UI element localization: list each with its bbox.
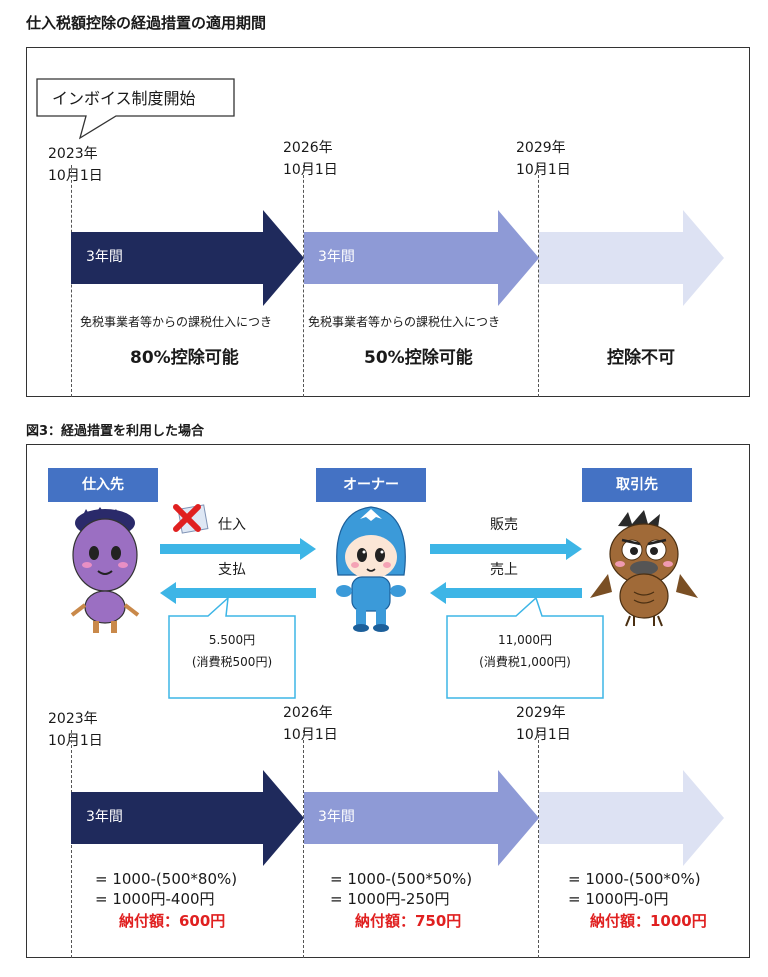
result-period-1: 80%控除可能 <box>130 348 239 368</box>
invoice-start-text: インボイス制度開始 <box>52 89 196 108</box>
period-arrow-2 <box>304 210 539 306</box>
timeline-divider-2026 <box>303 165 304 397</box>
party-supplier: 仕入先 <box>48 468 158 502</box>
formula-1-line1: = 1000-(500*80%) <box>95 870 238 888</box>
date-2026: 2026年 10月1日 <box>283 140 338 178</box>
party-owner: オーナー <box>316 468 426 502</box>
fig3-date-2029: 2029年 10月1日 <box>516 705 571 743</box>
revenue-label: 売上 <box>490 562 518 578</box>
invoice-start-bubble <box>36 78 235 140</box>
formula-2-line2: = 1000円-250円 <box>330 890 450 908</box>
owner-character-icon <box>336 506 406 632</box>
period-label-2: 3年間 <box>318 249 355 265</box>
fig3-date-2026: 2026年 10月1日 <box>283 705 338 743</box>
period-arrow-1 <box>71 210 304 306</box>
revenue-amount: 11,000円 (消費税1,000円) <box>479 633 571 669</box>
figure3-caption: 図3：経過措置を利用した場合 <box>26 424 205 439</box>
supplier-character-icon <box>70 507 140 633</box>
payment-amount-2: 納付額：750円 <box>355 912 462 930</box>
page-title: 仕入税額控除の経過措置の適用期間 <box>26 14 267 32</box>
fig3-period-arrow-3 <box>539 770 724 866</box>
payment-arrow <box>160 582 316 604</box>
fig3-period-label-2: 3年間 <box>318 809 355 825</box>
sale-arrow <box>430 538 582 560</box>
purchase-label: 仕入 <box>218 517 246 533</box>
formula-3-line2: = 1000円-0円 <box>568 890 669 908</box>
formula-1-line2: = 1000円-400円 <box>95 890 215 908</box>
formula-2-line1: = 1000-(500*50%) <box>330 870 473 888</box>
purchase-arrow <box>160 538 316 560</box>
payment-amount-1: 納付額：600円 <box>119 912 226 930</box>
period-arrow-3 <box>539 210 724 306</box>
result-period-2: 50%控除可能 <box>364 348 473 368</box>
period-label-1: 3年間 <box>86 249 123 265</box>
party-customer: 取引先 <box>582 468 692 502</box>
sale-label: 販売 <box>490 517 518 533</box>
fig3-date-2023: 2023年 10月1日 <box>48 711 103 749</box>
payment-amount-3: 納付額：1000円 <box>590 912 707 930</box>
timeline-divider-2029 <box>538 165 539 397</box>
payment-label: 支払 <box>218 562 246 578</box>
fig3-divider-2026 <box>303 730 304 958</box>
result-period-3: 控除不可 <box>607 348 675 368</box>
formula-3-line1: = 1000-(500*0%) <box>568 870 701 888</box>
fig3-period-arrow-1 <box>71 770 304 866</box>
note-period-1: 免税事業者等からの課税仕入につき <box>80 315 273 329</box>
payment-amount: 5.500円 (消費税500円) <box>191 633 273 669</box>
customer-character-icon <box>590 510 698 627</box>
fig3-divider-2029 <box>538 730 539 958</box>
fig3-period-arrow-2 <box>304 770 539 866</box>
note-period-2: 免税事業者等からの課税仕入につき <box>308 315 501 329</box>
invoice-not-eligible-icon <box>173 504 209 534</box>
date-2029: 2029年 10月1日 <box>516 140 571 178</box>
revenue-callout <box>446 596 604 699</box>
date-2023: 2023年 10月1日 <box>48 146 103 184</box>
revenue-arrow <box>430 582 582 604</box>
payment-callout <box>168 596 296 699</box>
fig3-period-label-1: 3年間 <box>86 809 123 825</box>
